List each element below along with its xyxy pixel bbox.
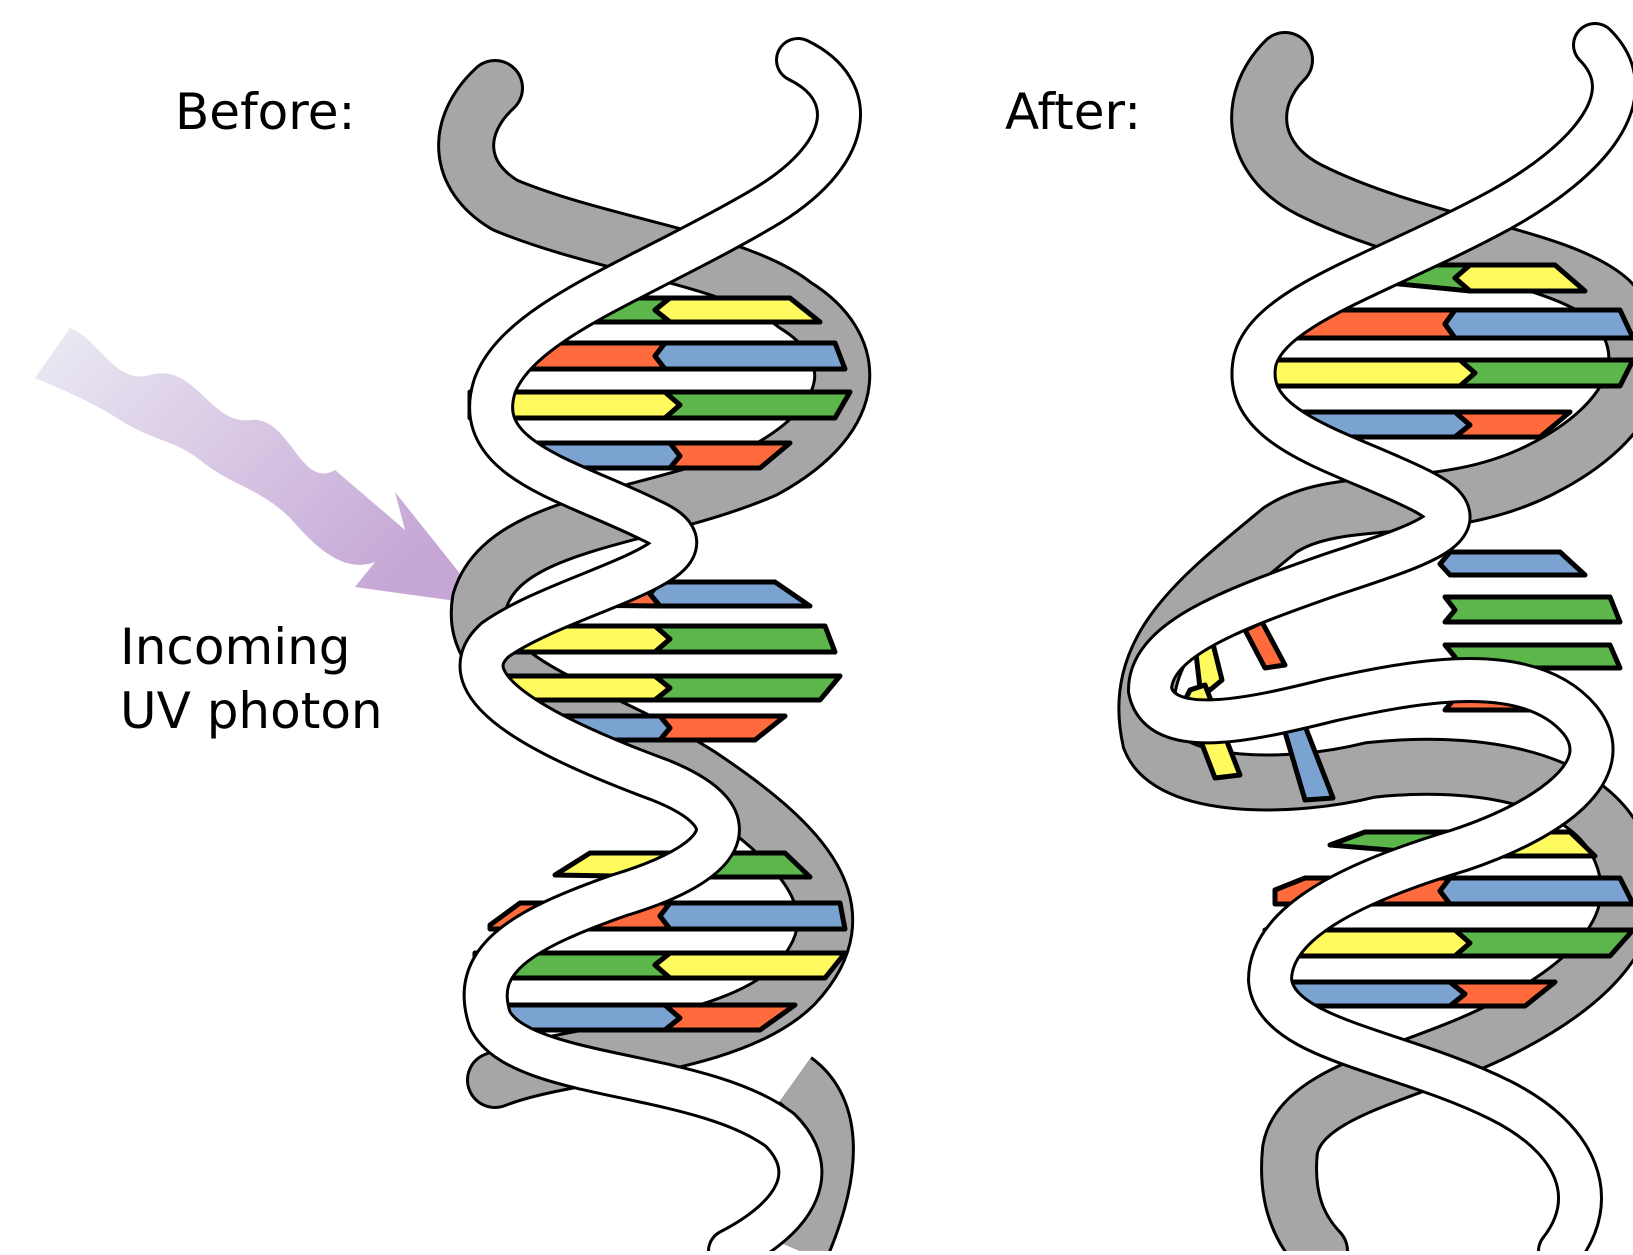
dna-helix-after [1146,45,1633,1251]
uv-photon-label-line1: Incoming [120,615,383,679]
dna-helix-before [466,60,850,1251]
uv-photon-label-line2: UV photon [120,679,383,743]
after-label: After: [1005,80,1141,144]
uv-photon-arrow [35,328,485,605]
uv-photon-label: Incoming UV photon [120,615,383,743]
before-label: Before: [175,80,355,144]
